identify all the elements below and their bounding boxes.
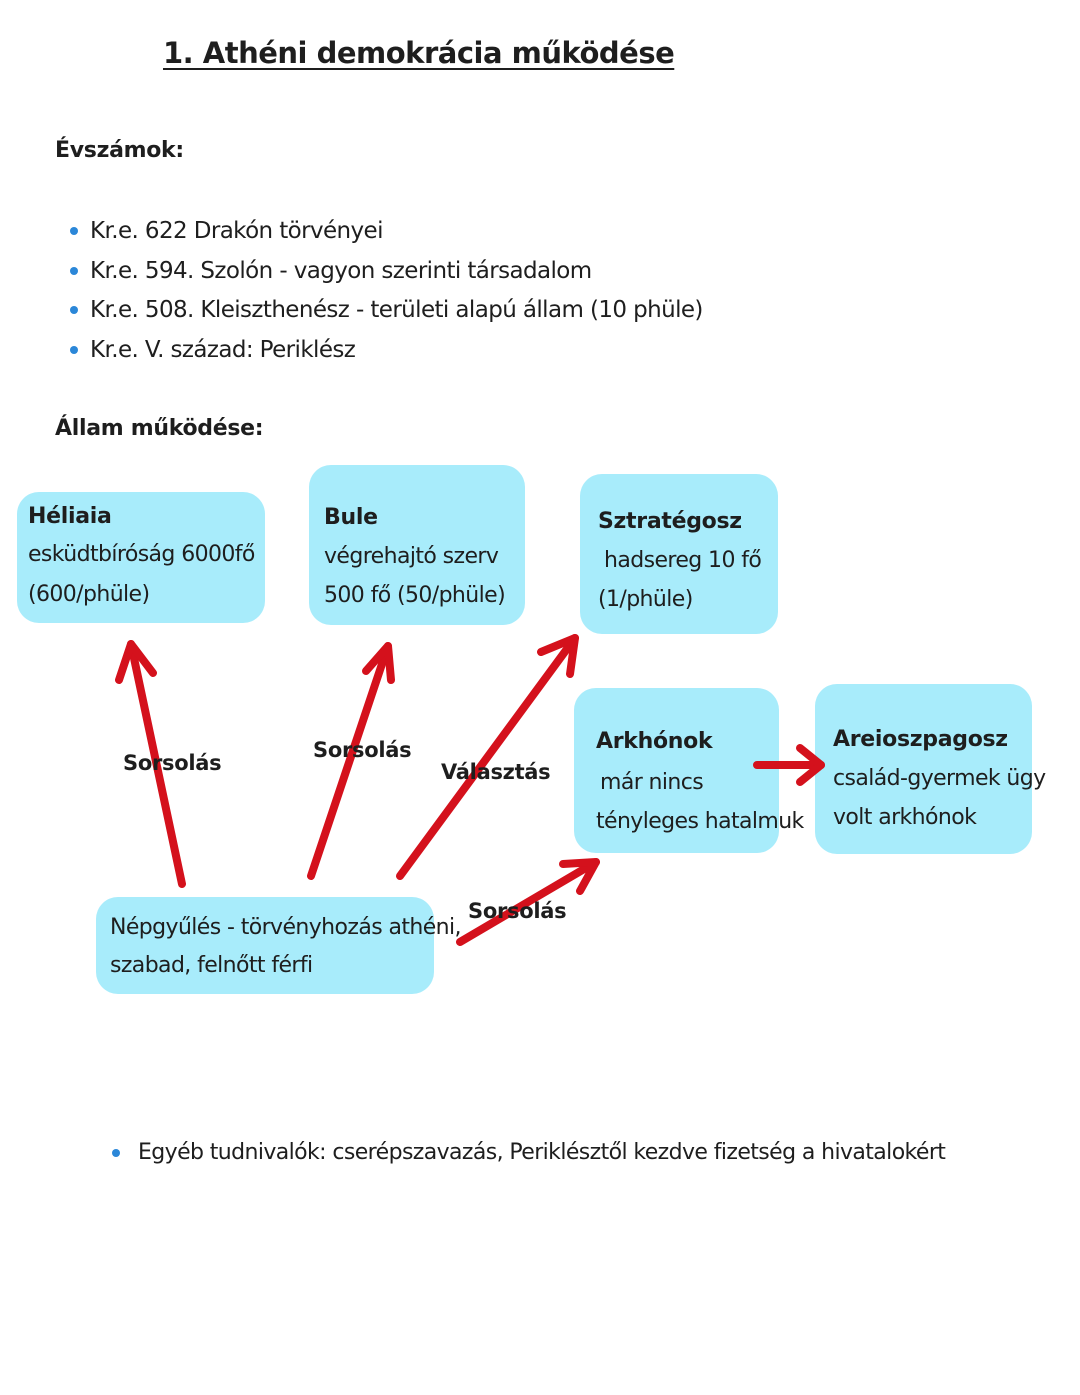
bule-title: Bule — [324, 505, 378, 530]
bule-box: Bule végrehajtó szerv 500 fő (50/phüle) — [309, 465, 525, 625]
list-item: Kr.e. V. század: Periklész — [70, 333, 703, 373]
arrow-to-heliaia — [115, 640, 186, 888]
sztrategosz-line2: (1/phüle) — [598, 587, 693, 612]
arkhonok-line1: már nincs — [600, 770, 704, 795]
list-item: Kr.e. 622 Drakón törvényei — [70, 214, 703, 254]
list-item: Kr.e. 508. Kleiszthenész - területi alap… — [70, 293, 703, 333]
arrow-to-sztrategosz — [396, 634, 579, 880]
areioszpagosz-line2: volt arkhónok — [833, 805, 977, 830]
nepgyules-line1: Népgyűlés - törvényhozás athéni, — [110, 915, 461, 940]
heliaia-title: Héliaia — [28, 504, 112, 529]
dates-heading: Évszámok: — [55, 138, 184, 163]
bule-line1: végrehajtó szerv — [324, 544, 499, 569]
areioszpagosz-box: Areioszpagosz család-gyermek ügy volt ar… — [815, 684, 1046, 854]
list-item: Kr.e. 594. Szolón - vagyon szerinti társ… — [70, 254, 703, 294]
arrow-to-bule — [307, 642, 395, 880]
arkhonok-box: Arkhónok már nincs tényleges hatalmuk — [574, 688, 804, 853]
arrow-to-arkhonok — [456, 858, 600, 946]
bule-line2: 500 fő (50/phüle) — [324, 583, 506, 608]
label-valasztas-sztrategosz: Választás — [441, 760, 551, 784]
arkhonok-line2: tényleges hatalmuk — [596, 809, 804, 834]
nepgyules-line2: szabad, felnőtt férfi — [110, 953, 313, 978]
sztrategosz-line1: hadsereg 10 fő — [604, 548, 762, 573]
sztrategosz-title: Sztratégosz — [598, 509, 742, 534]
nepgyules-box: Népgyűlés - törvényhozás athéni, szabad,… — [96, 897, 461, 994]
label-sorsolas-heliaia: Sorsolás — [123, 751, 222, 775]
heliaia-box: Héliaia esküdtbíróság 6000fő (600/phüle) — [17, 492, 265, 623]
label-sorsolas-bule: Sorsolás — [313, 738, 412, 762]
state-heading: Állam működése: — [55, 416, 264, 441]
arrow-to-areioszpagosz — [753, 744, 825, 786]
dates-list: Kr.e. 622 Drakón törvényei Kr.e. 594. Sz… — [70, 214, 703, 372]
areioszpagosz-line1: család-gyermek ügy — [833, 766, 1046, 791]
arkhonok-title: Arkhónok — [596, 729, 713, 754]
bottom-note: Egyéb tudnivalók: cserépszavazás, Perikl… — [112, 1136, 946, 1170]
sztrategosz-box: Sztratégosz hadsereg 10 fő (1/phüle) — [580, 474, 778, 634]
page-title: 1. Athéni demokrácia működése — [163, 36, 675, 70]
label-sorsolas-arkhonok: Sorsolás — [468, 899, 567, 923]
areioszpagosz-title: Areioszpagosz — [833, 727, 1008, 752]
heliaia-line2: (600/phüle) — [28, 582, 150, 607]
heliaia-line1: esküdtbíróság 6000fő — [28, 542, 255, 567]
